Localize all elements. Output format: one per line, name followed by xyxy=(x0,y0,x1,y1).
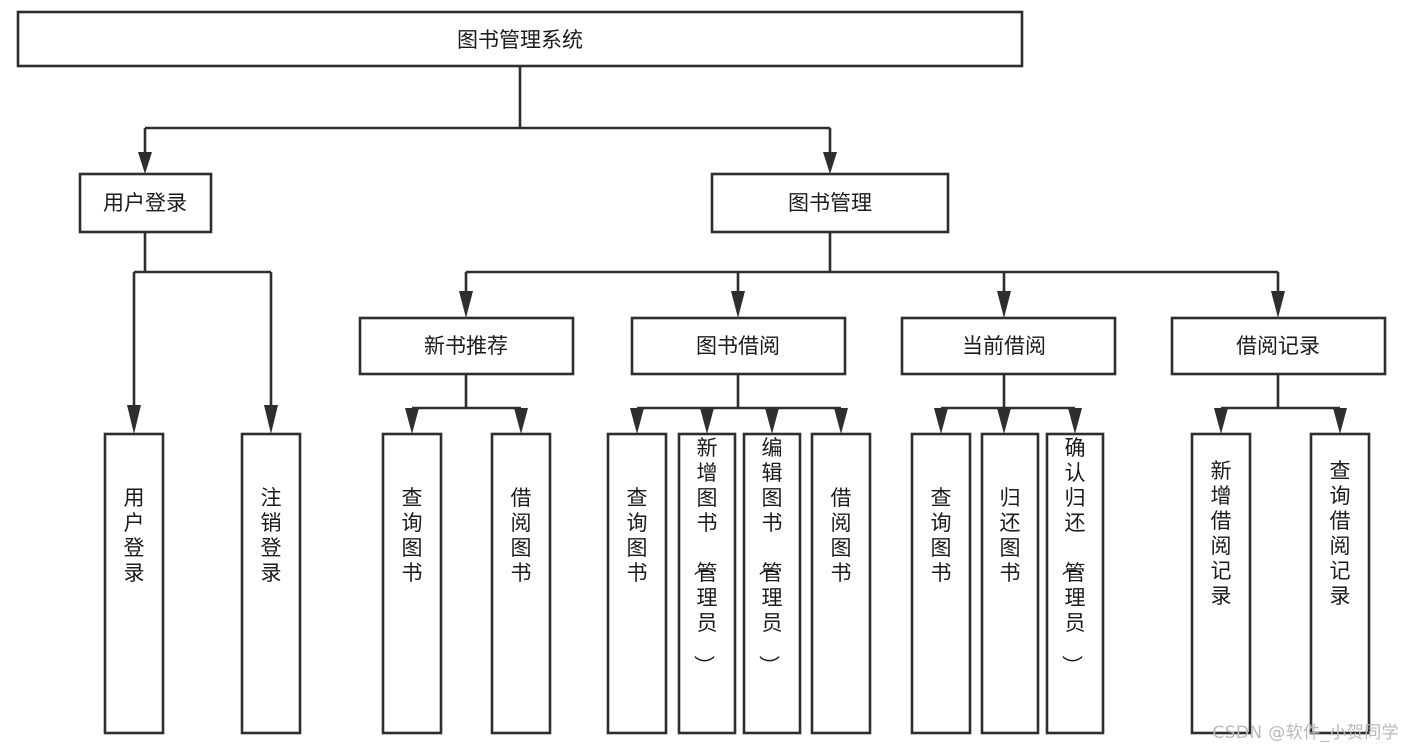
node-current-borrow[interactable]: 当前借阅 xyxy=(900,316,1117,376)
arrow-head-leaf-confirm-return xyxy=(1068,408,1082,434)
node-leaf-logout-login-label: 注销登录 xyxy=(261,486,282,585)
node-leaf-query-book-3-box[interactable] xyxy=(910,432,972,735)
node-leaf-add-record-box[interactable] xyxy=(1190,432,1252,735)
node-leaf-query-record-label: 查询借阅记录 xyxy=(1330,459,1351,608)
node-leaf-logout-login[interactable]: 注销登录 xyxy=(240,432,302,735)
node-leaf-query-book-2-label: 查询图书 xyxy=(627,486,648,585)
node-leaf-query-book-1[interactable]: 查询图书 xyxy=(381,432,443,735)
node-borrow-record-box[interactable] xyxy=(1170,316,1387,376)
node-leaf-user-login[interactable]: 用户登录 xyxy=(103,432,165,735)
node-book-borrow-box[interactable] xyxy=(630,316,847,376)
node-book-borrow[interactable]: 图书借阅 xyxy=(630,316,847,376)
node-leaf-query-book-1-box[interactable] xyxy=(381,432,443,735)
node-new-book-recommend-box[interactable] xyxy=(358,316,575,376)
connector-layer xyxy=(127,66,1347,434)
node-user-login-box[interactable] xyxy=(78,172,213,234)
arrow-head-leaf-query-record xyxy=(1333,408,1347,434)
node-leaf-confirm-return-label: 确认归还（管理员） xyxy=(1060,436,1086,676)
arrow-head-book-management xyxy=(823,152,837,174)
node-current-borrow-box[interactable] xyxy=(900,316,1117,376)
node-leaf-add-book[interactable]: 新增图书（管理员） xyxy=(677,432,737,735)
node-leaf-edit-book-box[interactable] xyxy=(742,432,802,735)
node-borrow-record[interactable]: 借阅记录 xyxy=(1170,316,1387,376)
node-leaf-add-record-label: 新增借阅记录 xyxy=(1211,459,1232,608)
node-leaf-user-login-label: 用户登录 xyxy=(124,486,145,585)
node-root-label: 图书管理系统 xyxy=(457,28,583,52)
arrow-head-leaf-borrow-book-2 xyxy=(834,408,848,434)
node-leaf-add-book-box[interactable] xyxy=(677,432,737,735)
node-leaf-edit-book[interactable]: 编辑图书（管理员） xyxy=(742,432,802,735)
node-book-borrow-label: 图书借阅 xyxy=(696,334,780,358)
node-leaf-return-book[interactable]: 归还图书 xyxy=(980,432,1040,735)
node-leaf-return-book-box[interactable] xyxy=(980,432,1040,735)
node-leaf-add-book-label: 新增图书（管理员） xyxy=(692,436,718,676)
node-user-login-label: 用户登录 xyxy=(103,191,187,215)
arrow-head-leaf-edit-book xyxy=(765,408,779,434)
arrow-head-leaf-query-book-1 xyxy=(405,408,419,434)
node-book-management-box[interactable] xyxy=(710,172,950,234)
arrow-head-borrow-record xyxy=(1271,291,1285,318)
node-leaf-add-record[interactable]: 新增借阅记录 xyxy=(1190,432,1252,735)
node-leaf-borrow-book-1-label: 借阅图书 xyxy=(511,486,532,585)
node-user-login[interactable]: 用户登录 xyxy=(78,172,213,234)
node-leaf-confirm-return-box[interactable] xyxy=(1045,432,1105,735)
arrow-head-leaf-add-record xyxy=(1214,408,1228,434)
arrow-head-leaf-borrow-book-1 xyxy=(514,408,528,434)
csdn-watermark: CSDN @软件_小贺同学 xyxy=(1212,723,1399,743)
arrow-head-new-book-recommend xyxy=(459,291,473,318)
node-new-book-recommend-label: 新书推荐 xyxy=(424,334,508,358)
arrow-head-current-borrow xyxy=(997,291,1011,318)
node-leaf-borrow-book-2-label: 借阅图书 xyxy=(831,486,852,585)
arrow-head-leaf-user-login xyxy=(127,405,141,434)
node-leaf-user-login-box[interactable] xyxy=(103,432,165,735)
node-leaf-confirm-return[interactable]: 确认归还（管理员） xyxy=(1045,432,1105,735)
node-root[interactable]: 图书管理系统 xyxy=(16,10,1024,68)
arrow-head-leaf-query-book-3 xyxy=(934,408,948,434)
node-root-box[interactable] xyxy=(16,10,1024,68)
node-leaf-borrow-book-1[interactable]: 借阅图书 xyxy=(490,432,552,735)
node-leaf-query-record[interactable]: 查询借阅记录 xyxy=(1309,432,1371,735)
arrow-head-leaf-return-book xyxy=(997,408,1011,434)
arrow-head-book-borrow xyxy=(731,291,745,318)
node-leaf-query-book-1-label: 查询图书 xyxy=(402,486,423,585)
node-book-management-label: 图书管理 xyxy=(788,191,872,215)
node-leaf-query-book-3-label: 查询图书 xyxy=(931,486,952,585)
node-leaf-query-book-3[interactable]: 查询图书 xyxy=(910,432,972,735)
node-new-book-recommend[interactable]: 新书推荐 xyxy=(358,316,575,376)
node-leaf-query-record-box[interactable] xyxy=(1309,432,1371,735)
node-leaf-logout-login-box[interactable] xyxy=(240,432,302,735)
node-leaf-borrow-book-2[interactable]: 借阅图书 xyxy=(810,432,872,735)
node-leaf-edit-book-label: 编辑图书（管理员） xyxy=(757,436,783,676)
node-book-management[interactable]: 图书管理 xyxy=(710,172,950,234)
arrow-head-leaf-query-book-2 xyxy=(630,408,644,434)
arrow-head-leaf-add-book xyxy=(700,408,714,434)
arrow-head-user-login xyxy=(138,152,152,174)
node-leaf-query-book-2[interactable]: 查询图书 xyxy=(606,432,668,735)
node-borrow-record-label: 借阅记录 xyxy=(1236,334,1320,358)
node-current-borrow-label: 当前借阅 xyxy=(962,334,1046,358)
arrow-head-leaf-logout-login xyxy=(264,405,278,434)
node-leaf-borrow-book-1-box[interactable] xyxy=(490,432,552,735)
node-leaf-borrow-book-2-box[interactable] xyxy=(810,432,872,735)
node-leaf-query-book-2-box[interactable] xyxy=(606,432,668,735)
node-leaf-return-book-label: 归还图书 xyxy=(1000,486,1021,585)
